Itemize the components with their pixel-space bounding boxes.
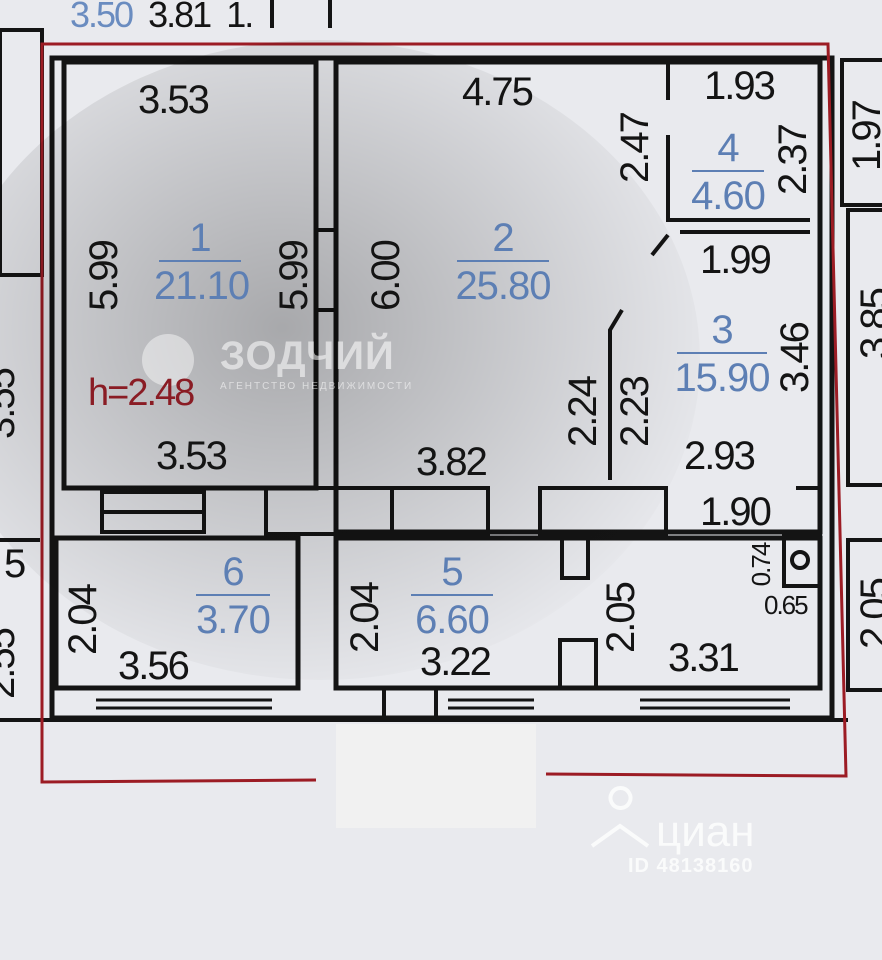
windows <box>96 698 790 710</box>
ceiling-height: h=2.48 <box>88 372 195 414</box>
dim-nb-left-bottom: 2.55 <box>0 629 23 699</box>
redacted-area <box>336 724 536 828</box>
dim-r6-bottom: 3.56 <box>118 644 190 688</box>
dim-r1-left: 5.99 <box>82 241 126 311</box>
dim-nb-left-mid: 3.55 <box>0 369 23 439</box>
dim-shaft-h: 0.74 <box>746 543 776 587</box>
apartment-boundary <box>40 42 848 784</box>
dim-r2-left: 6.00 <box>364 241 408 311</box>
dim-r1-top: 3.53 <box>138 78 210 122</box>
dim-r2-bottom: 3.82 <box>416 440 488 484</box>
dim-r6-left: 2.04 <box>61 585 105 655</box>
dim-r4-left: 2.47 <box>613 113 657 183</box>
cian-watermark-name: циан <box>656 807 755 856</box>
dim-nb-left-small: 5 <box>4 542 26 586</box>
dim-r4-right: 2.37 <box>771 125 815 195</box>
dim-shaft-w: 0.65 <box>764 590 809 620</box>
dim-r3-small-top: 1.90 <box>700 490 772 534</box>
agency-logo <box>142 334 194 386</box>
dim-r5-right: 2.05 <box>599 583 643 653</box>
dim-r4-bottom: 1.99 <box>700 238 772 282</box>
dim-nb-right-top: 1.97 <box>845 101 882 171</box>
agency-watermark-name: ЗОДЧИЙ <box>220 334 395 378</box>
dim-r4-top: 1.93 <box>704 64 776 108</box>
dim-r5b-bottom: 3.31 <box>668 636 740 680</box>
dim-r1-right: 5.99 <box>272 241 316 311</box>
dim-corr-b: 2.23 <box>613 377 657 447</box>
agency-watermark-sub: АГЕНТСТВО НЕДВИЖИМОСТИ <box>220 381 414 392</box>
dim-nb-right-bottom: 2.05 <box>853 579 882 649</box>
cian-watermark-id: ID 48138160 <box>628 855 754 877</box>
dim-r5-left: 2.04 <box>343 583 387 653</box>
dim-r2-top: 4.75 <box>462 70 534 114</box>
dim-nb-right-mid: 3.85 <box>853 289 882 359</box>
dim-corr-a: 2.24 <box>561 377 605 447</box>
cut-top-dims: 3.50 3.81 1. <box>70 0 254 35</box>
dim-r5-bottom: 3.22 <box>420 640 492 684</box>
dim-r1-bottom: 3.53 <box>156 434 228 478</box>
dim-r3-right: 3.46 <box>773 323 817 393</box>
dim-r3-bottom: 2.93 <box>684 434 756 478</box>
cian-logo <box>590 786 650 848</box>
